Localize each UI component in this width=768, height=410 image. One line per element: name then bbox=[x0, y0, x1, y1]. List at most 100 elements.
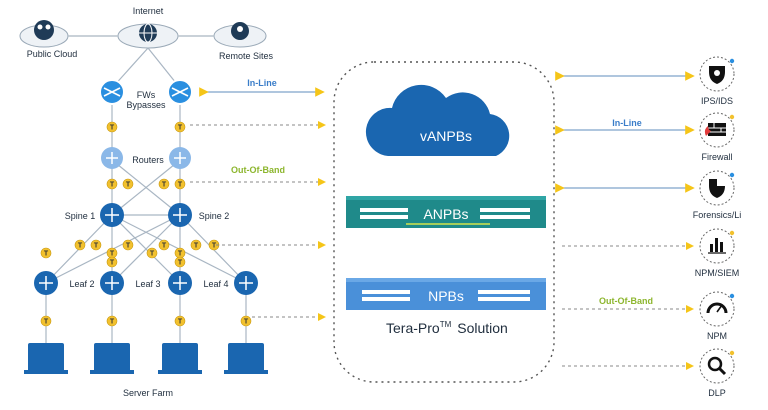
tool-label: DLP bbox=[708, 388, 726, 398]
spine2-label: Spine 2 bbox=[199, 211, 230, 221]
tap-letter: T bbox=[244, 319, 249, 326]
anpbs-appliance: ANPBs bbox=[346, 196, 546, 228]
tap-letter: T bbox=[178, 182, 183, 189]
tap-letter: T bbox=[94, 243, 99, 250]
tap-letter: T bbox=[44, 319, 49, 326]
spine-2 bbox=[168, 203, 192, 227]
gauge-icon bbox=[706, 302, 728, 314]
fws-label: FWs bbox=[137, 90, 156, 100]
tap-letter: T bbox=[162, 243, 167, 250]
search-icon bbox=[707, 356, 727, 376]
tap-letter: T bbox=[110, 182, 115, 189]
tool-label: NPM bbox=[707, 331, 727, 341]
tool-forensics-li[interactable]: Forensics/Li bbox=[693, 170, 742, 220]
server-farm bbox=[24, 343, 268, 374]
switch-icon bbox=[39, 276, 53, 290]
remote-sites-label: Remote Sites bbox=[219, 51, 274, 61]
leaf-3 bbox=[168, 271, 192, 295]
tool-firewall[interactable]: Firewall bbox=[699, 112, 735, 162]
spine-1 bbox=[100, 203, 124, 227]
tap-letter: T bbox=[178, 260, 183, 267]
accent-dot bbox=[729, 350, 735, 356]
tap-letter: T bbox=[178, 125, 183, 132]
tap-letter: T bbox=[110, 251, 115, 258]
tap-marker: T bbox=[174, 178, 186, 190]
tap-letter: T bbox=[162, 182, 167, 189]
server-farm-label: Server Farm bbox=[123, 388, 173, 398]
tool-label: IPS/IDS bbox=[701, 96, 733, 106]
tap-marker: T bbox=[174, 315, 186, 327]
accent-dot bbox=[729, 172, 735, 178]
tap-letter: T bbox=[126, 182, 131, 189]
tap-marker: T bbox=[106, 315, 118, 327]
inline-left-label: In-Line bbox=[247, 78, 277, 88]
leaf-2 bbox=[100, 271, 124, 295]
right-links: In-Line Out-Of-Band bbox=[555, 71, 695, 370]
switch-icon bbox=[105, 208, 119, 222]
tap-marker: T bbox=[174, 247, 186, 259]
public-cloud-label: Public Cloud bbox=[27, 49, 78, 59]
tap-marker: T bbox=[174, 121, 186, 133]
tool-label: NPM/SIEM bbox=[695, 268, 740, 278]
remote-sites-node: Remote Sites bbox=[213, 22, 274, 61]
switch-icon bbox=[239, 276, 253, 290]
firewall-icon bbox=[704, 123, 726, 136]
switch-icon bbox=[173, 208, 187, 222]
npbs-label: NPBs bbox=[428, 288, 464, 304]
tap-marker: T bbox=[158, 239, 170, 251]
shuffle-icon bbox=[171, 87, 189, 97]
tool-npm-siem[interactable]: NPM/SIEM bbox=[695, 228, 740, 278]
public-cloud-node: Public Cloud bbox=[19, 20, 78, 59]
bypasses-label: Bypasses bbox=[126, 100, 166, 110]
accent-dot bbox=[729, 58, 735, 64]
tap-marker: T bbox=[74, 239, 86, 251]
server-3 bbox=[158, 343, 202, 374]
tap-marker: T bbox=[174, 256, 186, 268]
shield-virus-icon bbox=[709, 66, 725, 84]
switch-icon bbox=[105, 276, 119, 290]
server-1 bbox=[24, 343, 68, 374]
tap-marker: T bbox=[90, 239, 102, 251]
server-2 bbox=[90, 343, 134, 374]
router-icon bbox=[174, 152, 186, 164]
internet-node: Internet bbox=[117, 6, 179, 49]
tool-npm[interactable]: NPM bbox=[699, 291, 735, 341]
tap-letter: T bbox=[110, 260, 115, 267]
tap-marker: T bbox=[106, 121, 118, 133]
router-1 bbox=[101, 147, 123, 169]
shuffle-icon bbox=[103, 87, 121, 97]
spine1-label: Spine 1 bbox=[65, 211, 96, 221]
tool-dlp[interactable]: DLP bbox=[699, 348, 735, 398]
tap-marker: T bbox=[122, 178, 134, 190]
tap-letter: T bbox=[110, 319, 115, 326]
bar-chart-icon bbox=[708, 238, 726, 254]
tap-marker: T bbox=[190, 239, 202, 251]
inline-right-label: In-Line bbox=[612, 118, 642, 128]
tap-letter: T bbox=[44, 251, 49, 258]
oob-left-label: Out-Of-Band bbox=[231, 165, 285, 175]
tap-letter: T bbox=[178, 251, 183, 258]
leaf2-label: Leaf 2 bbox=[69, 279, 94, 289]
tap-marker: T bbox=[106, 247, 118, 259]
accent-dot bbox=[729, 230, 735, 236]
tap-marker: T bbox=[40, 315, 52, 327]
anpbs-label: ANPBs bbox=[423, 206, 468, 222]
left-links: In-Line Out-Of-Band bbox=[190, 78, 326, 321]
tool-label: Forensics/Li bbox=[693, 210, 742, 220]
tap-letter: T bbox=[150, 251, 155, 258]
oob-right-label: Out-Of-Band bbox=[599, 296, 653, 306]
leaf-4 bbox=[234, 271, 258, 295]
tap-letter: T bbox=[126, 243, 131, 250]
tap-letter: T bbox=[78, 243, 83, 250]
tool-ips-ids[interactable]: IPS/IDS bbox=[699, 56, 735, 106]
fw-bypass-1 bbox=[99, 79, 125, 105]
vanpbs-label: vANPBs bbox=[420, 128, 472, 144]
npbs-appliance: NPBs bbox=[346, 278, 546, 310]
fw-bypass-2 bbox=[167, 79, 193, 105]
router-2 bbox=[169, 147, 191, 169]
